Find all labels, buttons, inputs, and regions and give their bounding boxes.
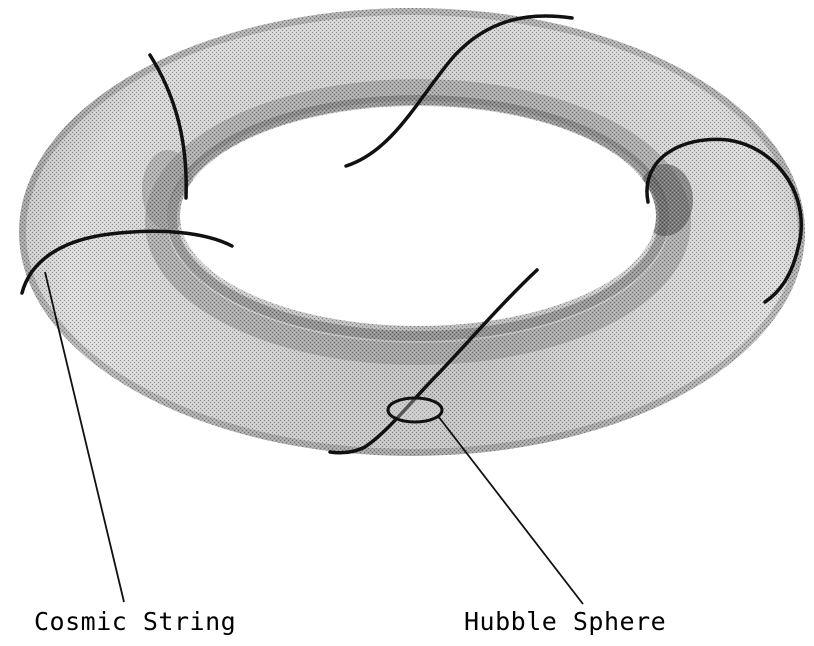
hubble-sphere-marker <box>388 398 442 422</box>
cosmic-string-label: Cosmic String <box>34 607 236 636</box>
hubble-sphere-label: Hubble Sphere <box>464 607 666 636</box>
